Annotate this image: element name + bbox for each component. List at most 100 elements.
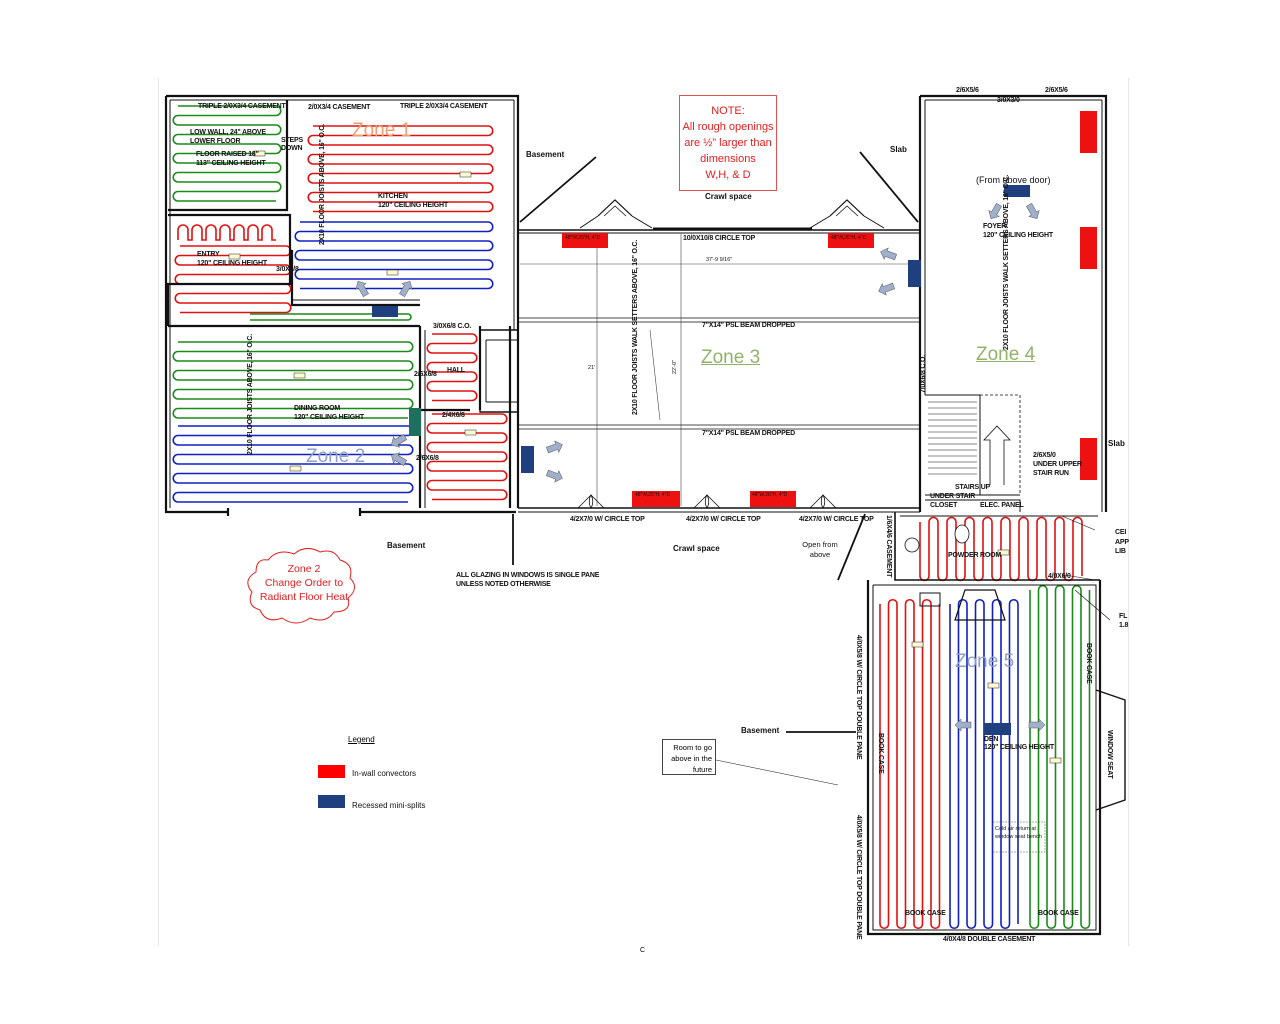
- dimension-lines: [520, 234, 918, 506]
- page-marker: C: [640, 947, 646, 954]
- cloud-line: Radiant Floor Heat: [259, 591, 349, 603]
- edge-label: CEI: [1115, 529, 1127, 536]
- thermostat-tags: [228, 150, 1062, 764]
- airflow-arrow: [954, 718, 972, 732]
- room-name-kitchen: KITCHEN: [378, 193, 408, 200]
- window-label: 4/0X5/8 W/ CIRCLE TOP DOUBLE PANE: [855, 635, 862, 760]
- door-swing-left: [577, 494, 594, 509]
- window-label: 4/0X5/8 W/ CIRCLE TOP DOUBLE PANE: [855, 815, 862, 940]
- door-label: 2/6X6/8: [414, 371, 437, 378]
- joist-note: 2X10 FLOOR JOISTS WALK SETTERS ABOVE, 16…: [1003, 175, 1010, 350]
- airflow-arrow: [391, 434, 408, 448]
- zone-3-label: Zone 3: [701, 347, 761, 368]
- open-from-above-label: Open from above: [802, 540, 838, 559]
- ceiling-height: 120" CEILING HEIGHT: [983, 232, 1053, 239]
- radiant-coil-hall-lower: [426, 413, 508, 501]
- crawl-space-label: Crawl space: [705, 192, 752, 201]
- radiant-coil-hall-red: [426, 333, 478, 402]
- airflow-arrow: [988, 202, 1002, 219]
- door-label: 3/0X6/8 C.O.: [433, 323, 472, 330]
- radiant-coil-zone1-green: [172, 105, 282, 202]
- stair-note: STAIR RUN: [1033, 470, 1069, 477]
- legend-title: Legend: [348, 735, 375, 744]
- edge-label: FL: [1119, 613, 1128, 620]
- radiant-coil-dining-blue: [172, 425, 414, 503]
- radiant-coil-dining-green: [172, 341, 414, 419]
- stairs-label: STAIRS UP: [955, 484, 991, 491]
- dimension-label: 37'-9 9/16": [706, 257, 733, 263]
- note-line: are ½” larger than: [684, 137, 772, 149]
- in-wall-convectors: [562, 111, 1097, 507]
- window-label: 1/6X4/6 CASEMENT: [885, 515, 892, 578]
- ceiling-height: 120" CEILING HEIGHT: [294, 414, 364, 421]
- room-note: LOW WALL, 24" ABOVE: [190, 129, 266, 136]
- basement-label: Basement: [526, 150, 565, 159]
- bookcase-label: BOOK CASE: [905, 910, 946, 917]
- airflow-arrow: [878, 282, 895, 296]
- ceiling-height: 120" CEILING HEIGHT: [984, 744, 1054, 751]
- steps-label: STEPS: [281, 137, 303, 144]
- airflow-arrow: [1026, 202, 1040, 219]
- door-swings: [577, 494, 837, 509]
- convector-label: 48"W,26"H, 4"D: [635, 492, 671, 498]
- window-label: TRIPLE 2/0X3/4 CASEMENT: [198, 103, 286, 110]
- circle-top-window: 10/0X10/8 CIRCLE TOP: [683, 235, 756, 242]
- airflow-arrows: [355, 202, 1046, 732]
- note-line: W,H, & D: [705, 169, 751, 181]
- radiant-coil-den-blue: [949, 598, 1019, 930]
- joist-note: 2X10 FLOOR JOISTS ABOVE, 16" O.C.: [319, 124, 326, 245]
- radiant-tubing: [172, 105, 1091, 930]
- radiant-coil-powder-red: [919, 516, 1083, 582]
- from-above-door-label: (From above door): [976, 175, 1051, 185]
- joist-note: 2X10 FLOOR JOISTS WALK SETTERS ABOVE, 16…: [632, 240, 639, 415]
- radiant-coil-den-red: [879, 598, 941, 930]
- ceiling-height: 120" CEILING HEIGHT: [197, 260, 267, 267]
- room-note: LOWER FLOOR: [190, 138, 241, 145]
- radiant-coil-kitchen-red: [307, 125, 494, 213]
- window-seat-label: WINDOW SEAT: [1106, 730, 1113, 779]
- door-swing-right: [588, 494, 605, 509]
- door-swing-right: [704, 494, 721, 509]
- future-line: Room to go: [673, 743, 712, 752]
- radiant-coil-kitchen-blue: [294, 221, 494, 290]
- future-room-note: Room to go above in the future: [662, 739, 716, 775]
- room-note: FLOOR RAISED 18": [196, 151, 259, 158]
- dimension-label: 21': [588, 365, 596, 371]
- radiant-coil-entry-loops: [177, 224, 276, 241]
- note-line: All rough openings: [682, 121, 774, 133]
- airflow-arrow: [399, 281, 413, 298]
- edge-label: APP: [1115, 539, 1129, 546]
- door-label: 2/4X6/8: [442, 412, 465, 419]
- radiant-coil-den-green: [1029, 584, 1091, 930]
- window-label: 2/0X3/4 CASEMENT: [308, 104, 371, 111]
- rough-openings-note: NOTE: All rough openings are ½” larger t…: [679, 95, 777, 191]
- room-name-powder: POWDER ROOM: [948, 552, 1002, 559]
- cold-air-note: Cold air return at: [995, 826, 1036, 832]
- beam-label: 7"X14" PSL BEAM DROPPED: [702, 430, 795, 437]
- basement-label: Basement: [741, 726, 780, 735]
- door-label: 4/0X6/0: [1048, 573, 1071, 580]
- room-name-foyer: FOYER: [983, 223, 1007, 230]
- room-name-hall: HALL: [447, 367, 465, 374]
- convector-label: 48"W,26"H, 4"D: [752, 492, 788, 498]
- stairs-up-arrow: [983, 425, 1011, 485]
- window-label: 2/6X5/6: [956, 87, 979, 94]
- legend-label-minisplit: Recessed mini-splits: [352, 801, 426, 810]
- joist-note: 2X10 FLOOR JOISTS ABOVE, 16" O.C.: [247, 334, 254, 455]
- airflow-arrow: [355, 281, 369, 298]
- future-line: future: [692, 765, 712, 774]
- note-line: dimensions: [700, 153, 756, 165]
- circle-top-door: 4/2X7/0 W/ CIRCLE TOP: [799, 516, 874, 523]
- door-label: 2/6X6/8: [416, 455, 439, 462]
- stair-note: UNDER UPPER: [1033, 461, 1082, 468]
- closet-label: CLOSET: [930, 502, 958, 509]
- radiant-coil-dining-top: [250, 313, 412, 321]
- door-label: 7/0X6/8 C.O.: [920, 355, 927, 394]
- basement-label: Basement: [387, 541, 426, 550]
- airflow-arrow: [546, 440, 563, 454]
- door-swing-left: [693, 494, 710, 509]
- legend-swatch-convector: [318, 765, 345, 778]
- stair-treads: [928, 401, 977, 475]
- cloud-line: Change Order to: [264, 577, 344, 589]
- window-label: 2/6X5/6: [1045, 87, 1068, 94]
